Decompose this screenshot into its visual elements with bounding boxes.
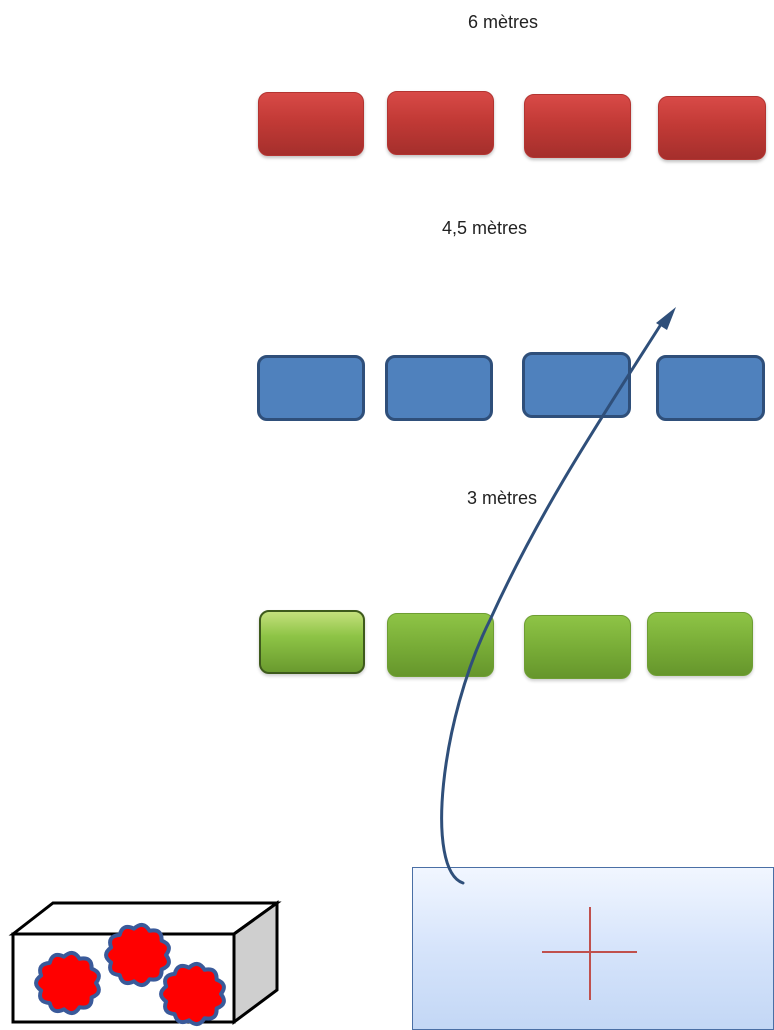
target-block-green-4[interactable] xyxy=(647,612,753,676)
target-block-green-2[interactable] xyxy=(387,613,494,677)
target-block-red-1[interactable] xyxy=(258,92,364,156)
distance-label-3m: 3 mètres xyxy=(467,488,538,508)
distance-label-6m: 6 mètres xyxy=(468,12,539,32)
target-block-blue-2[interactable] xyxy=(385,355,493,421)
target-block-green-1[interactable] xyxy=(259,610,365,674)
ball-shape xyxy=(104,922,171,988)
target-block-red-4[interactable] xyxy=(658,96,766,160)
target-block-red-3[interactable] xyxy=(524,94,631,158)
target-block-blue-4[interactable] xyxy=(656,355,765,421)
ball-group xyxy=(34,922,226,1027)
ball-shape xyxy=(159,961,226,1027)
target-block-red-2[interactable] xyxy=(387,91,494,155)
ball-icon xyxy=(104,922,171,988)
target-block-blue-3[interactable] xyxy=(522,352,631,418)
ball-icon xyxy=(34,950,101,1016)
target-block-green-3[interactable] xyxy=(524,615,631,679)
ball-icon xyxy=(159,961,226,1027)
throw-zone-panel[interactable] xyxy=(412,867,774,1030)
target-block-blue-1[interactable] xyxy=(257,355,365,421)
distance-label-4-5m: 4,5 mètres xyxy=(442,218,528,238)
ball-box-icon xyxy=(8,900,282,1025)
ball-shape xyxy=(34,950,101,1016)
